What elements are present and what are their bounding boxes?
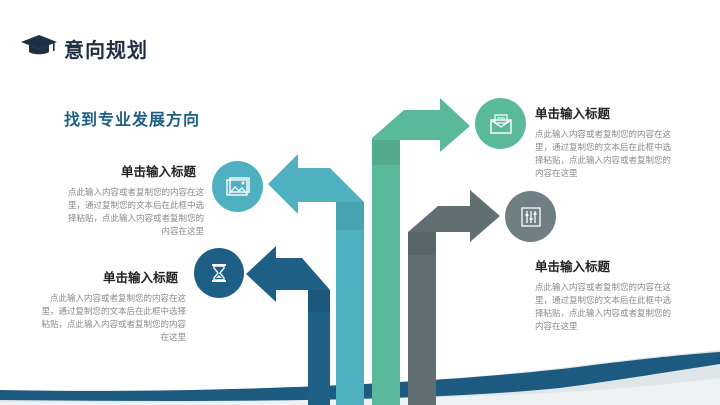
bottom-wave (0, 350, 720, 405)
page-title: 意向规划 (64, 38, 148, 62)
arrow-right-top (372, 98, 470, 405)
item-body-right-top: 点此输入内容或者复制您的内容在这里，通过复制您的文本后在此框中选择粘贴，点此输入… (535, 130, 672, 179)
arrow-left-bottom (246, 246, 330, 405)
item-body-right-bottom: 点此输入内容或者复制您的内容在这里，通过复制您的文本后在此框中选择粘贴，点此输入… (535, 283, 672, 332)
mail-icon (475, 98, 526, 149)
item-body-left-top: 点此输入内容或者复制您的内容在这里，通过复制您的文本后在此框中选择粘贴，点此输入… (67, 188, 204, 237)
item-title-right-top: 单击输入标题 (535, 106, 611, 121)
item-title-right-bottom: 单击输入标题 (535, 259, 611, 274)
arrow-left-top (268, 154, 364, 405)
arrow-right-bottom (408, 190, 500, 405)
section-subtitle: 找到专业发展方向 (64, 110, 201, 129)
item-title-left-bottom: 单击输入标题 (103, 270, 179, 285)
item-body-left-bottom: 点此输入内容或者复制您的内容在这里，通过复制您的文本后在此框中选择粘贴，点此输入… (41, 294, 186, 343)
graduation-cap-icon (20, 34, 58, 56)
image-icon (212, 161, 263, 212)
sliders-icon (505, 191, 556, 242)
item-title-left-top: 单击输入标题 (121, 164, 197, 179)
hourglass-icon (194, 248, 244, 298)
